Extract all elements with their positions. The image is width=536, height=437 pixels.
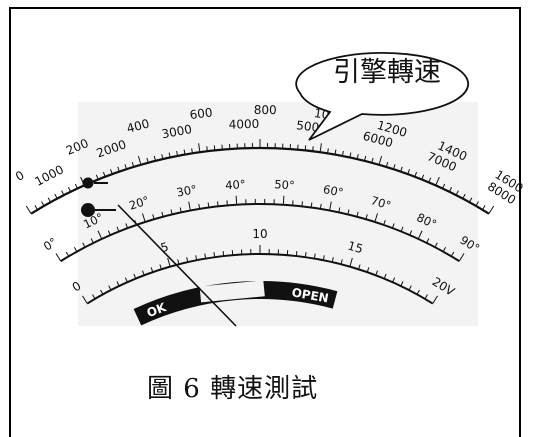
degree-scale-tick [236, 196, 237, 205]
rpm-scale-tick [313, 146, 314, 151]
terminal-post-upper [83, 178, 94, 189]
figure-caption: 圖 6 轉速測試 [147, 368, 318, 405]
voltage-scale-tick [223, 251, 224, 256]
terminal-post-lower [81, 203, 95, 217]
degree-scale-tick [208, 203, 209, 208]
voltage-scale-tick [214, 252, 215, 257]
rpm-scale-tick [26, 206, 31, 214]
rpm-scale-tick [207, 146, 208, 151]
callout-label: 引擎轉速 [333, 57, 441, 88]
degree-scale-tick [66, 252, 69, 256]
rpm-scale-tick [55, 194, 57, 198]
rpm-scale-label: 800 [254, 103, 277, 117]
degree-scale-tick [218, 201, 219, 206]
rpm-scale-label: 0 [13, 168, 27, 184]
degree-scale-label: 50° [274, 177, 295, 192]
rpm-scale-tick [305, 145, 306, 150]
rpm-x10-scale-label: 4000 [228, 117, 259, 132]
rpm-scale-label: 600 [189, 105, 213, 122]
degree-scale-label: 0° [41, 235, 60, 254]
rpm-scale-tick [42, 202, 45, 206]
voltage-scale-tick [296, 251, 297, 256]
voltage-scale-tick [305, 252, 306, 257]
degree-scale-tick [56, 254, 61, 262]
rpm-scale-tick [35, 205, 38, 209]
voltage-scale-label: 10 [252, 227, 267, 241]
rpm-scale-tick [489, 206, 494, 214]
degree-scale-tick [311, 203, 312, 208]
degree-scale-tick [302, 201, 303, 206]
degree-scale-tick [74, 247, 76, 251]
rpm-scale-tick [482, 205, 485, 209]
rpm-x10-scale-label: 1000 [33, 162, 67, 189]
rpm-scale-tick [48, 198, 50, 202]
rpm-scale-tick [214, 145, 215, 150]
degree-scale-label: 40° [225, 177, 246, 192]
degree-scale-tick [283, 196, 284, 205]
